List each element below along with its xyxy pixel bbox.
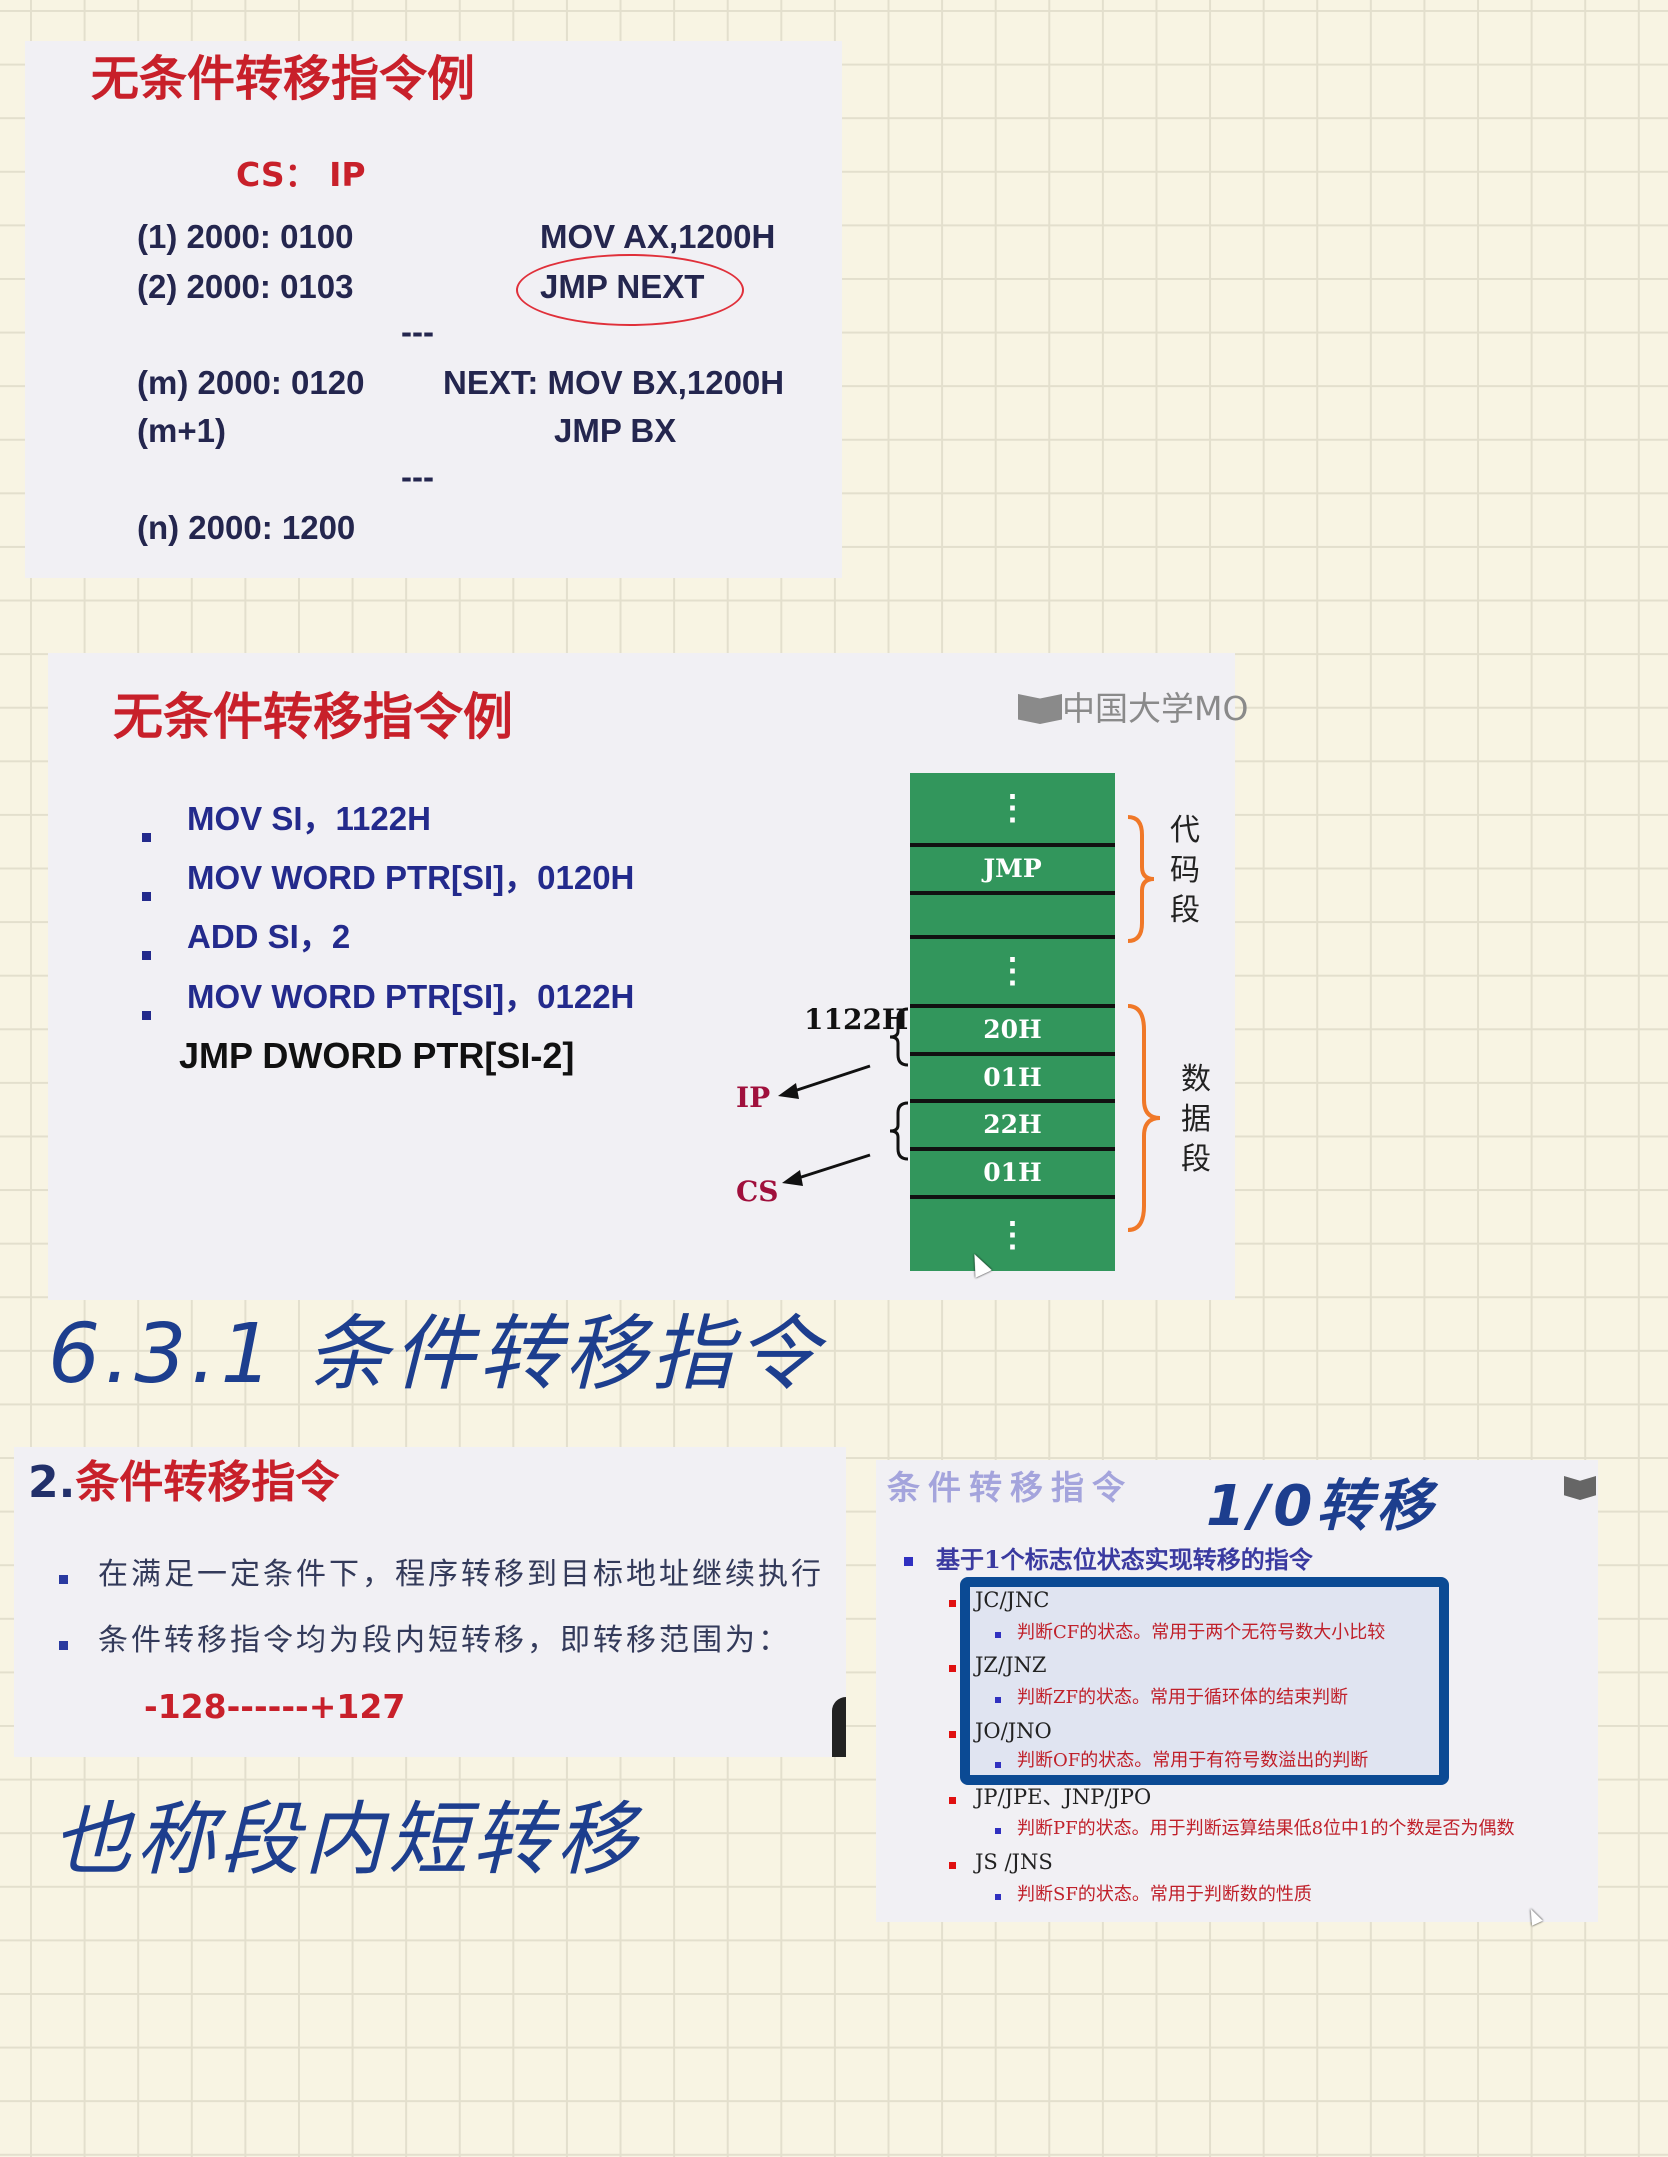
slide-unconditional-jump-example-2: 无条件转移指令例 中国大学MO MOV SI，1122H MOV WORD PT… <box>48 653 1248 1300</box>
memory-cell: JMP <box>910 843 1115 891</box>
logo-text: 中国大学MO <box>1062 689 1249 728</box>
instruction: MOV WORD PTR[SI]，0120H <box>187 859 635 896</box>
title-text: 条件转移指令 <box>75 1457 340 1508</box>
instruction-desc: 判断SF的状态。常用于判断数的性质 <box>1017 1884 1312 1905</box>
instruction: ADD SI，2 <box>187 918 351 955</box>
memory-cell: 22H <box>910 1099 1115 1147</box>
slide1-title: 无条件转移指令例 <box>91 51 476 107</box>
highlight-box <box>960 1577 1449 1785</box>
bullet-icon <box>142 951 151 960</box>
cs-arrow-head <box>782 1170 803 1186</box>
bullet-icon <box>995 1697 1001 1703</box>
diagram-lines <box>778 815 1161 1232</box>
bullet-icon <box>59 1641 68 1650</box>
bullet-icon <box>949 1665 956 1672</box>
ip-brace <box>889 1007 909 1067</box>
row-code: MOV AX,1200H <box>540 218 776 255</box>
row-code: NEXT: MOV BX,1200H <box>443 364 785 401</box>
handwritten-heading: 6.3.1 条件转移指令 <box>48 1307 823 1402</box>
cs-arrow <box>791 1153 871 1182</box>
bullet-text: 基于1个标志位状态实现转移的指令 <box>936 1545 1313 1574</box>
book-icon <box>1018 694 1062 724</box>
instruction-label: JZ/JNZ <box>975 1653 1047 1677</box>
bullet-icon <box>949 1731 956 1738</box>
instruction-label: JS /JNS <box>975 1850 1053 1874</box>
slide4-title: 条件转移指令 <box>887 1468 1133 1507</box>
slide-unconditional-jump-example-1: 无条件转移指令例 CS： IP (1) 2000: 0100 MOV AX,12… <box>25 41 842 578</box>
instruction-last: JMP DWORD PTR[SI-2] <box>179 1035 575 1076</box>
label-char: 代 <box>1170 813 1200 848</box>
ip-label: IP <box>736 1081 771 1114</box>
row-label: (n) 2000: 1200 <box>137 509 356 546</box>
memory-cell: ⋮ <box>910 935 1115 1004</box>
label-char: 段 <box>1170 893 1200 928</box>
ip-arrow <box>787 1064 871 1095</box>
instruction: MOV WORD PTR[SI]，0122H <box>187 978 635 1015</box>
handwritten-annotation: 1/0转移 <box>1206 1474 1437 1539</box>
instruction: MOV SI，1122H <box>187 800 431 837</box>
memory-cell <box>910 891 1115 935</box>
label-char: 据 <box>1181 1102 1211 1137</box>
label-char: 码 <box>1170 853 1200 888</box>
speaker-silhouette <box>832 1697 846 1757</box>
address-label: 1122H <box>804 1003 909 1036</box>
ellipsis: --- <box>401 458 434 495</box>
data-segment-label: 数 据 段 <box>1181 1060 1215 1180</box>
row-label: (m+1) <box>137 412 226 449</box>
bullet-icon <box>59 1575 68 1584</box>
bullet-text: 条件转移指令均为段内短转移，即转移范围为： <box>98 1623 791 1658</box>
slide1-header: CS： IP <box>236 155 366 194</box>
data-segment-brace <box>1127 1004 1161 1232</box>
memory-cell: 20H <box>910 1004 1115 1052</box>
jump-range: -128------+127 <box>144 1687 406 1726</box>
bullet-icon <box>904 1557 913 1566</box>
title-number: 2. <box>28 1457 76 1508</box>
bullet-icon <box>142 892 151 901</box>
slide3-title: 2.条件转移指令 <box>28 1457 339 1510</box>
bullet-icon <box>949 1600 956 1607</box>
cs-brace <box>889 1101 909 1161</box>
label-char: 数 <box>1181 1062 1211 1097</box>
code-segment-brace <box>1127 815 1155 943</box>
code-segment-label: 代 码 段 <box>1170 811 1204 931</box>
instruction-desc: 判断CF的状态。常用于两个无符号数大小比较 <box>1017 1622 1386 1643</box>
instruction-desc: 判断PF的状态。用于判断运算结果低8位中1的个数是否为偶数 <box>1017 1818 1515 1839</box>
row-label: (2) 2000: 0103 <box>137 268 354 305</box>
memory-cell: 01H <box>910 1052 1115 1099</box>
label-char: 段 <box>1181 1142 1211 1177</box>
bullet-icon <box>142 833 151 842</box>
bullet-text: 在满足一定条件下，程序转移到目标地址继续执行 <box>98 1557 824 1592</box>
bullet-icon <box>949 1862 956 1869</box>
bullet-icon <box>949 1797 956 1804</box>
bullet-icon <box>995 1894 1001 1900</box>
slide2-title: 无条件转移指令例 <box>113 688 513 746</box>
row-code: JMP BX <box>554 412 677 449</box>
cursor-icon <box>1525 1906 1543 1926</box>
bullet-icon <box>995 1632 1001 1638</box>
row-label: (1) 2000: 0100 <box>137 218 354 255</box>
ellipsis: --- <box>401 313 434 350</box>
cs-label: CS <box>736 1175 779 1208</box>
bullet-icon <box>142 1011 151 1020</box>
slide-conditional-jump: 2.条件转移指令 在满足一定条件下，程序转移到目标地址继续执行 条件转移指令均为… <box>14 1447 846 1757</box>
instruction-label: JC/JNC <box>975 1588 1050 1612</box>
instruction-desc: 判断ZF的状态。常用于循环体的结束判断 <box>1017 1687 1348 1708</box>
instruction-desc: 判断OF的状态。常用于有符号数溢出的判断 <box>1017 1750 1369 1771</box>
memory-cell: 01H <box>910 1147 1115 1195</box>
instruction-label: JP/JPE、JNP/JPO <box>975 1785 1152 1809</box>
handwritten-note: 也称段内短转移 <box>52 1793 640 1886</box>
memory-column: ⋮ JMP ⋮ 20H 01H 22H 01H ⋮ <box>910 773 1115 1271</box>
jmp-next-circle <box>516 254 744 326</box>
slide-flag-based-jumps: 条件转移指令 1/0转移 基于1个标志位状态实现转移的指令 JC/JNC 判断C… <box>876 1460 1598 1926</box>
book-icon <box>1564 1476 1596 1500</box>
memory-cell: ⋮ <box>995 788 1030 828</box>
bullet-icon <box>995 1828 1001 1834</box>
bullet-icon <box>995 1762 1001 1768</box>
row-label: (m) 2000: 0120 <box>137 364 365 401</box>
memory-cell: ⋮ <box>910 1195 1115 1271</box>
ip-arrow-head <box>778 1083 799 1099</box>
mooc-logo: 中国大学MO <box>1018 689 1248 729</box>
instruction-label: JO/JNO <box>975 1719 1052 1743</box>
